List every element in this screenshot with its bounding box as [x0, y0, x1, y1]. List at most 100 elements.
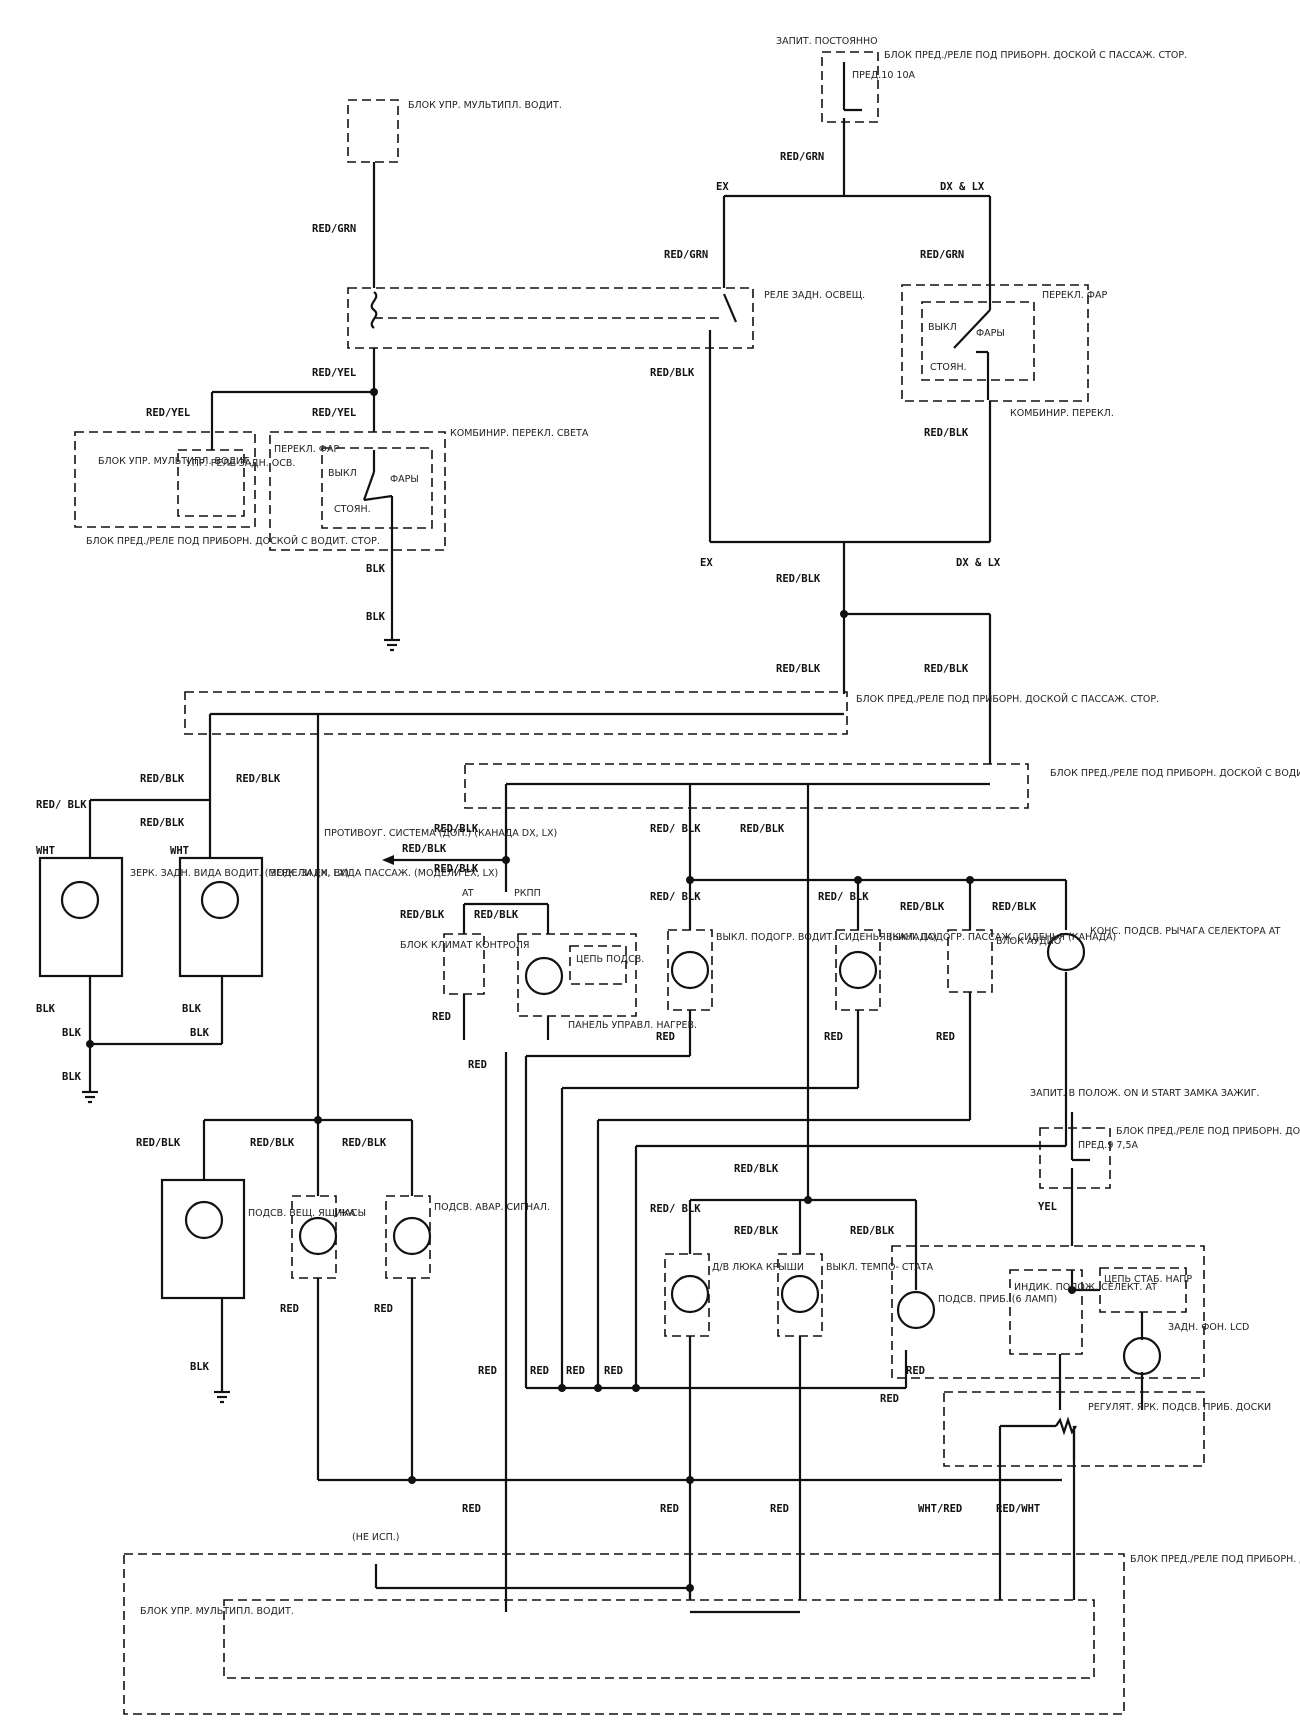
multiplex-unit-bottom-box: [223, 1599, 1095, 1679]
combination-switch-left-box: [269, 431, 446, 551]
label-bpr-pass-mid: БЛОК ПРЕД./РЕЛЕ ПОД ПРИБОРН. ДОСКОЙ С ПА…: [856, 693, 1159, 705]
wire-label: BLK: [182, 1003, 202, 1015]
wire-label: RED: [530, 1365, 549, 1377]
wire-label: RED: [824, 1031, 843, 1043]
ground-icon: [384, 638, 400, 652]
multiplex-unit-left-box: [74, 431, 256, 528]
ground-icon: [82, 1090, 98, 1104]
wire-label: BLK: [62, 1027, 82, 1039]
wire-label: BLK: [190, 1361, 210, 1373]
wire-label: RED: [936, 1031, 955, 1043]
wire-label: RED/BLK: [136, 1137, 181, 1149]
label-fary-r: ФАРЫ: [976, 328, 1005, 339]
label-cep-stab: ЦЕПЬ СТАБ. НАПР: [1104, 1274, 1192, 1285]
ground-symbols: [82, 638, 400, 1404]
wire-label: BLK: [36, 1003, 56, 1015]
label-bum-top: БЛОК УПР. МУЛЬТИПЛ. ВОДИТ.: [408, 100, 562, 111]
label-indik: ИНДИК. ПОЛОЖ. СЕЛЕКТ. AT: [1014, 1282, 1157, 1293]
label-podsv-vesch: ПОДСВ. ВЕЩ. ЯЩИКА: [248, 1208, 356, 1219]
combination-switch-right-box: [901, 284, 1089, 402]
label-bpr-vod-r: БЛОК ПРЕД./РЕЛЕ ПОД ПРИБОРН. ДОСКОЙ С ВО…: [1116, 1125, 1300, 1137]
wire-label: RED/GRN: [664, 249, 708, 261]
headlight-switch-right-box: [921, 301, 1035, 381]
label-kombinir-r: КОМБИНИР. ПЕРЕКЛ.: [1010, 408, 1114, 419]
multiplex-unit-top-box: [347, 99, 399, 163]
lcd-backlight-bulb-icon: [1122, 1336, 1162, 1376]
console-selector-bulb-icon: [1046, 932, 1086, 972]
component-labels: ЗАПИТ. ПОСТОЯННО БЛОК ПРЕД./РЕЛЕ ПОД ПРИ…: [36, 36, 1300, 1617]
wire-label: RED/BLK: [434, 863, 479, 875]
instrument-cluster-box: [891, 1245, 1205, 1379]
wire-label: BLK: [366, 611, 386, 623]
label-ex2: EX: [700, 557, 713, 569]
clock-bulb-icon: [298, 1216, 338, 1256]
wire-label: RED: [660, 1503, 679, 1515]
wire-label: RED/GRN: [780, 151, 824, 163]
label-protivoug: ПРОТИВОУГ. СИСТЕМА (ДОП.) (КАНАДА DX, LX…: [324, 828, 557, 839]
wire-label: RED/WHT: [996, 1503, 1040, 1515]
heater-panel-box: [517, 933, 637, 1017]
wire-label: RED/BLK: [734, 1225, 779, 1237]
passenger-mirror-bulb-icon: [200, 880, 240, 920]
wire-label: RED: [432, 1011, 451, 1023]
label-avar: ПОДСВ. АВАР. СИГНАЛ.: [434, 1202, 550, 1213]
wire-label: WHT/RED: [918, 1503, 962, 1515]
label-dxlx2: DX & LX: [956, 557, 1001, 569]
wire-label: RED/BLK: [434, 823, 479, 835]
wire-label: RED/YEL: [312, 367, 356, 379]
taillight-relay-box: [347, 287, 754, 349]
driver-seat-heater-bulb-icon: [670, 950, 710, 990]
hazard-illum-box: [385, 1195, 431, 1279]
label-tempo: ВЫКЛ. ТЕМПО- СТАТА: [826, 1262, 934, 1273]
label-podogr-pass: ВЫКЛ. ПОДОГР. ПАССАЖ. СИДЕНЬЯ (КАНАДА): [886, 932, 1116, 943]
wires: [88, 62, 1144, 1614]
label-audio: БЛОК АУДИО: [996, 936, 1061, 947]
label-zerk-pass: ЗЕРК. ЗАДН. ВИДА ПАССАЖ. (МОДЕЛИ EX, LX): [270, 868, 498, 879]
wire-label: RED/BLK: [342, 1137, 387, 1149]
driver-seat-heater-box: [667, 929, 713, 1011]
label-stoyan-l: СТОЯН.: [334, 504, 371, 515]
wire-label: RED: [906, 1365, 925, 1377]
wire-label: RED/ BLK: [650, 1203, 701, 1215]
heater-panel-bulb-icon: [524, 956, 564, 996]
wire-label: RED/ BLK: [650, 823, 701, 835]
label-vykl-r: ВЫКЛ: [928, 322, 957, 333]
label-stoyan-r: СТОЯН.: [930, 362, 967, 373]
label-vykl-l: ВЫКЛ: [328, 468, 357, 479]
wire-label: RED/ BLK: [650, 891, 701, 903]
wire-label: RED/GRN: [312, 223, 356, 235]
wire-label: RED/BLK: [734, 1163, 779, 1175]
wire-label: RED: [462, 1503, 481, 1515]
label-regulyat: РЕГУЛЯТ. ЯРК. ПОДСВ. ПРИБ. ДОСКИ: [1088, 1402, 1271, 1413]
wire-label: RED/YEL: [312, 407, 356, 419]
label-bpr-pass-top: БЛОК ПРЕД./РЕЛЕ ПОД ПРИБОРН. ДОСКОЙ С ПА…: [884, 49, 1187, 61]
label-bum-l: БЛОК УПР. МУЛЬТИПЛ. ВОДИТ.: [98, 456, 252, 467]
cluster-lamps-bulb-icon: [896, 1290, 936, 1330]
wire-label: RED: [478, 1365, 497, 1377]
label-panel: ПАНЕЛЬ УПРАВЛ. НАГРЕВ.: [568, 1020, 697, 1031]
driver-fuse-box-bottom: [123, 1553, 1125, 1715]
wire-label: RED/BLK: [400, 909, 445, 921]
wire-label: RED: [604, 1365, 623, 1377]
thermostat-bulb-icon: [780, 1274, 820, 1314]
wire-label: RED: [468, 1059, 487, 1071]
label-zap-on: ЗАПИТ. В ПОЛОЖ. ON И START ЗАМКА ЗАЖИГ.: [1030, 1088, 1260, 1099]
wire-label: RED: [880, 1393, 899, 1405]
passenger-seat-heater-bulb-icon: [838, 950, 878, 990]
wire-label: RED/BLK: [236, 773, 281, 785]
at-indicator-box: [1009, 1269, 1083, 1355]
wire-label: RED/BLK: [740, 823, 785, 835]
label-podsv-prib: ПОДСВ. ПРИБ. (6 ЛАМП): [938, 1294, 1057, 1305]
label-bpr-vod-bot: БЛОК ПРЕД./РЕЛЕ ПОД ПРИБОРН. ДОСКОЙ С ВО…: [1130, 1553, 1300, 1565]
wire-label: RED/BLK: [140, 773, 185, 785]
wire-label: RED/BLK: [924, 663, 969, 675]
junctions: [86, 388, 1076, 1592]
label-rele-zadn: РЕЛЕ ЗАДН. ОСВЕЩ.: [764, 290, 865, 301]
label-upr-rele: УПР. РЕЛЕ ЗАДН. ОСВ.: [186, 458, 295, 469]
wire-label: RED: [656, 1031, 675, 1043]
wire-label: BLK: [62, 1071, 82, 1083]
label-zadn-fon: ЗАДН. ФОН. LCD: [1168, 1322, 1249, 1333]
label-wht2: WHT: [170, 845, 189, 857]
label-rkpp: РКПП: [514, 888, 541, 899]
label-ex1: EX: [716, 181, 729, 193]
